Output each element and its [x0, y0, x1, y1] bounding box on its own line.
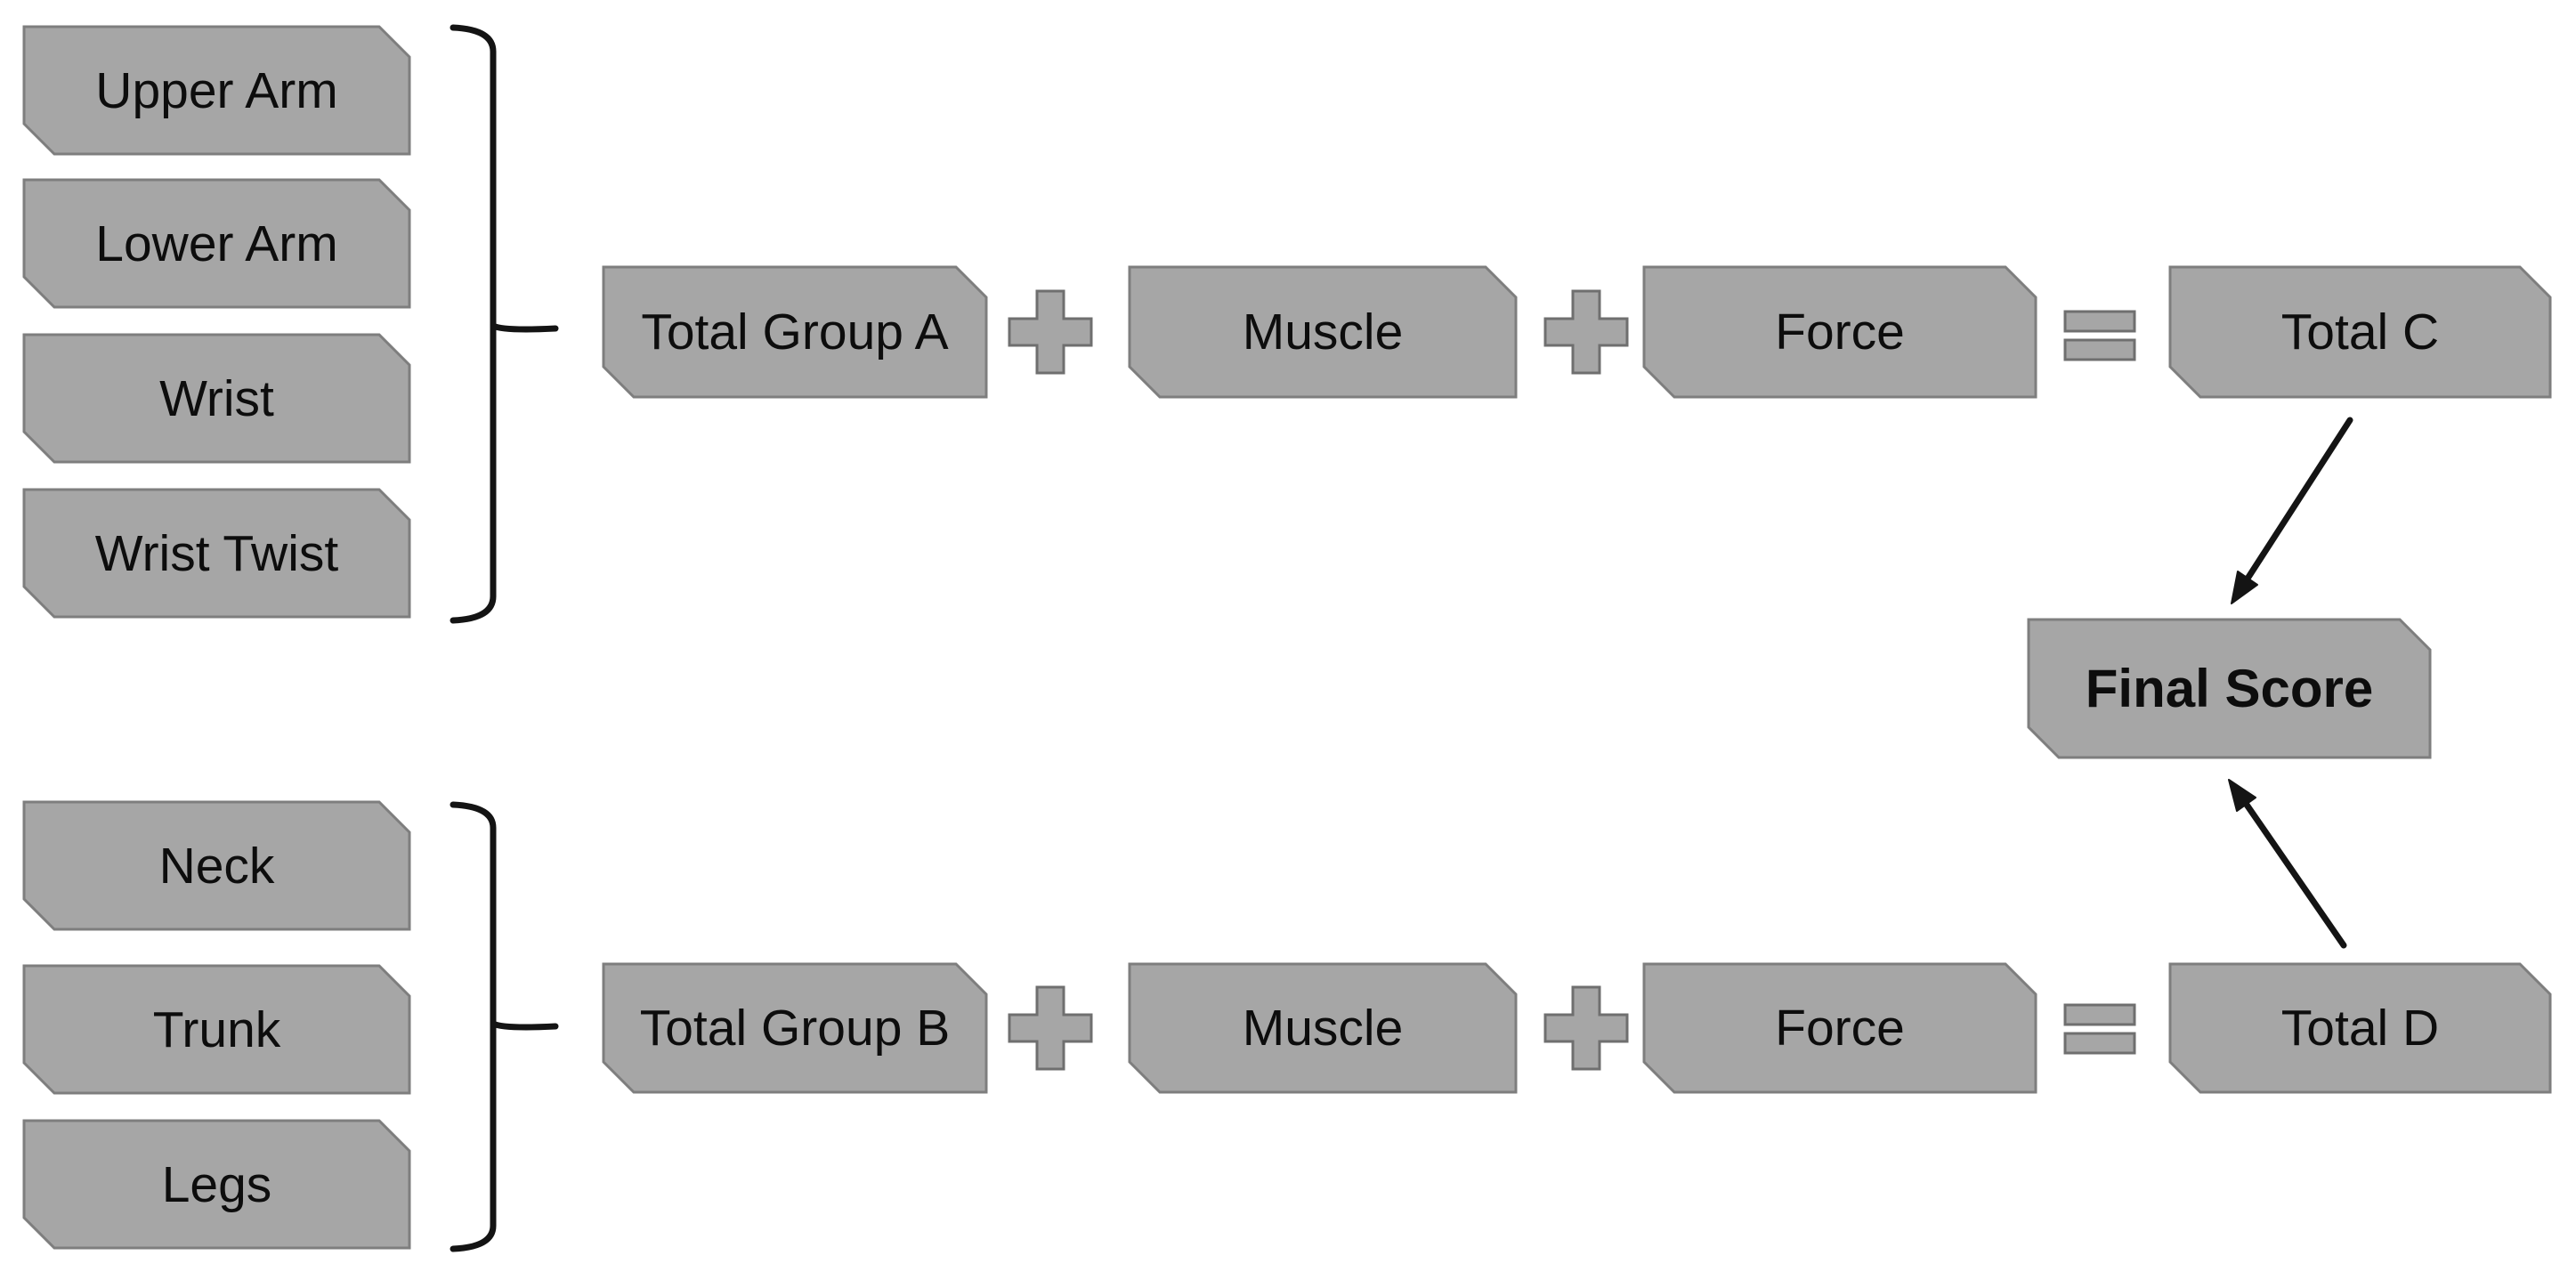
group-b-bracket: [450, 801, 497, 1252]
muscle-a-node-shape: [1128, 265, 1518, 399]
trunk-node-shape: [22, 964, 411, 1095]
final-score-node-shape: [2027, 618, 2432, 759]
plus-icon: [1543, 985, 1629, 1071]
force-b-label: Force: [1775, 1000, 1905, 1057]
lower-arm-label: Lower Arm: [95, 215, 338, 272]
equals-icon: [2063, 1003, 2136, 1055]
neck-label: Neck: [158, 837, 275, 895]
wrist-label: Wrist: [159, 369, 274, 427]
arrow-total-d-to-final-score: [2228, 779, 2347, 949]
plus-icon: [1543, 289, 1629, 375]
total-d-node-shape: [2168, 962, 2552, 1094]
total-group-b-label: Total Group B: [639, 1000, 951, 1057]
force-b-node-shape: [1642, 962, 2037, 1094]
muscle-b-node-shape: [1128, 962, 1518, 1094]
arrow-total-c-to-final-score: [2231, 417, 2353, 604]
wrist-node-shape: [22, 333, 411, 464]
trunk-label: Trunk: [152, 1001, 281, 1058]
upper-arm-label: Upper Arm: [95, 61, 338, 119]
legs-node-shape: [22, 1119, 411, 1250]
group-a-bracket: [450, 24, 497, 624]
total-group-a-label: Total Group A: [641, 304, 949, 361]
total-c-label: Total C: [2280, 304, 2440, 361]
plus-icon: [1008, 985, 1093, 1071]
neck-node-shape: [22, 800, 411, 931]
plus-icon: [1008, 289, 1093, 375]
force-a-node-shape: [1642, 265, 2037, 399]
total-group-a-node-shape: [602, 265, 988, 399]
upper-arm-node-shape: [22, 25, 411, 156]
lower-arm-node-shape: [22, 178, 411, 309]
group-a-bracket-tick: [490, 322, 559, 333]
muscle-b-label: Muscle: [1242, 1000, 1404, 1057]
muscle-a-label: Muscle: [1242, 304, 1404, 361]
total-group-b-node-shape: [602, 962, 988, 1094]
wrist-twist-label: Wrist Twist: [94, 524, 339, 582]
equals-icon: [2063, 310, 2136, 361]
force-a-label: Force: [1775, 304, 1905, 361]
legs-label: Legs: [161, 1155, 272, 1213]
group-b-bracket-tick: [490, 1020, 559, 1031]
total-c-node-shape: [2168, 265, 2552, 399]
wrist-twist-node-shape: [22, 488, 411, 619]
final-score-label: Final Score: [2085, 659, 2374, 718]
total-d-label: Total D: [2280, 1000, 2440, 1057]
